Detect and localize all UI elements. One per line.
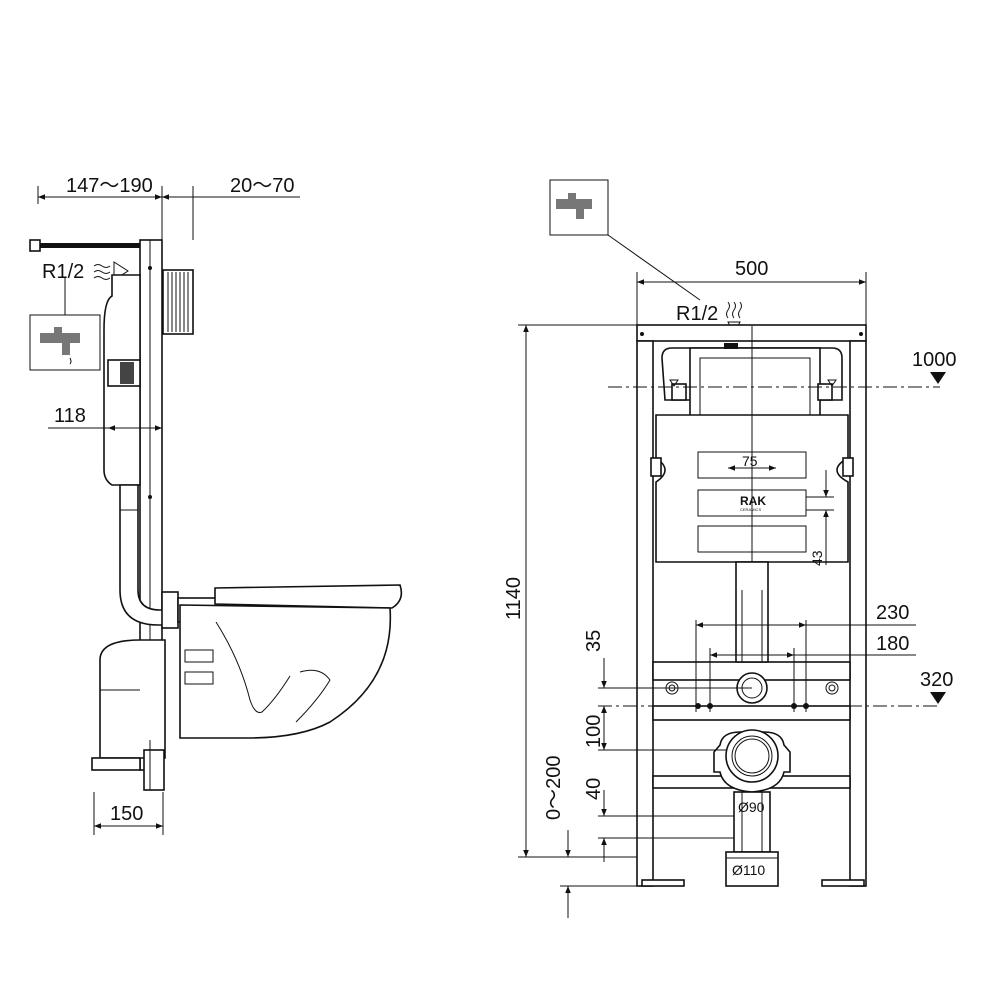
dim-button-43: 43: [809, 550, 825, 566]
dim-180: 180: [876, 633, 909, 655]
pipe-110: Ø110: [732, 862, 765, 878]
level-triangle-icon: [827, 379, 837, 387]
water-tap-icon: [549, 179, 609, 236]
water-tap-icon: [29, 314, 101, 371]
side-view: 147～190 20～70 R1/2: [29, 175, 403, 835]
dim-40: 40: [583, 778, 605, 800]
dim-35: 35: [583, 630, 605, 652]
front-inlet-label: R1/2: [676, 303, 718, 325]
dim-actuator: 1000: [912, 349, 957, 371]
dim-320: 320: [920, 669, 953, 691]
dim-0-200: 0～200: [543, 756, 565, 821]
dim-mid: 118: [54, 405, 86, 427]
dim-height: 1140: [503, 577, 525, 620]
toilet-bowl: [161, 584, 403, 739]
dim-button-75: 75: [742, 453, 758, 469]
level-triangle-icon: [930, 692, 946, 704]
level-triangle-icon: [669, 379, 679, 387]
front-view: 500 R1/2 1140 RAK CERAMICS: [503, 179, 957, 918]
water-flow-icon: [93, 264, 111, 280]
dim-100: 100: [583, 715, 605, 748]
dim-230: 230: [876, 602, 909, 624]
level-triangle-icon: [930, 372, 946, 384]
dim-bottom: 150: [110, 803, 143, 825]
brand-logo: RAK: [740, 494, 766, 508]
dim-top-right: 20～70: [230, 175, 295, 197]
water-flow-icon: [726, 301, 742, 319]
dim-top-left: 147～190: [66, 175, 153, 197]
dim-width: 500: [735, 258, 768, 280]
pipe-90: Ø90: [738, 799, 765, 815]
water-inlet-label: R1/2: [42, 261, 84, 283]
brand-sub: CERAMICS: [740, 507, 761, 512]
